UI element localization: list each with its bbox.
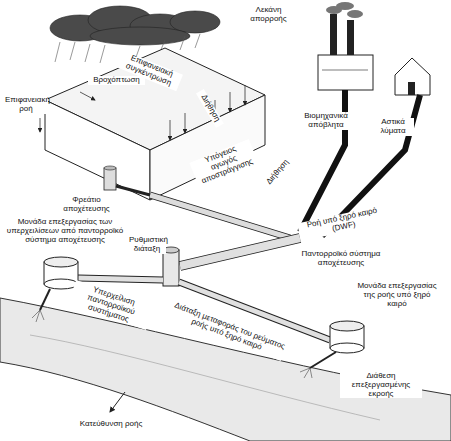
label: Επιφανειακή ροή [4, 96, 48, 114]
label: Λεκάνη απορροής [240, 6, 297, 24]
label: Διήθηση [262, 154, 294, 190]
label: Παντορροϊκό σύστημα αποχέτευσης [300, 250, 382, 268]
label: Κατεύθυνση ροής [70, 420, 152, 429]
label: Διάθεση επεξεργασμένης εκροής [340, 372, 422, 398]
label: Φρεάτιο αποχέτευσης [58, 196, 115, 214]
label: Βροχόπτωση [88, 76, 145, 85]
label: Βιομηχανικά απόβλητα [300, 112, 352, 130]
label: Αστικά λύματα [372, 118, 414, 136]
label: Ρυθμιστική διάταξη [128, 236, 166, 254]
label: Μονάδα επεξεργασίας της ροής υπό ξηρό κα… [352, 282, 442, 308]
label: Μονάδα επεξεργασίας των υπερχειλίσεων απ… [4, 218, 126, 244]
